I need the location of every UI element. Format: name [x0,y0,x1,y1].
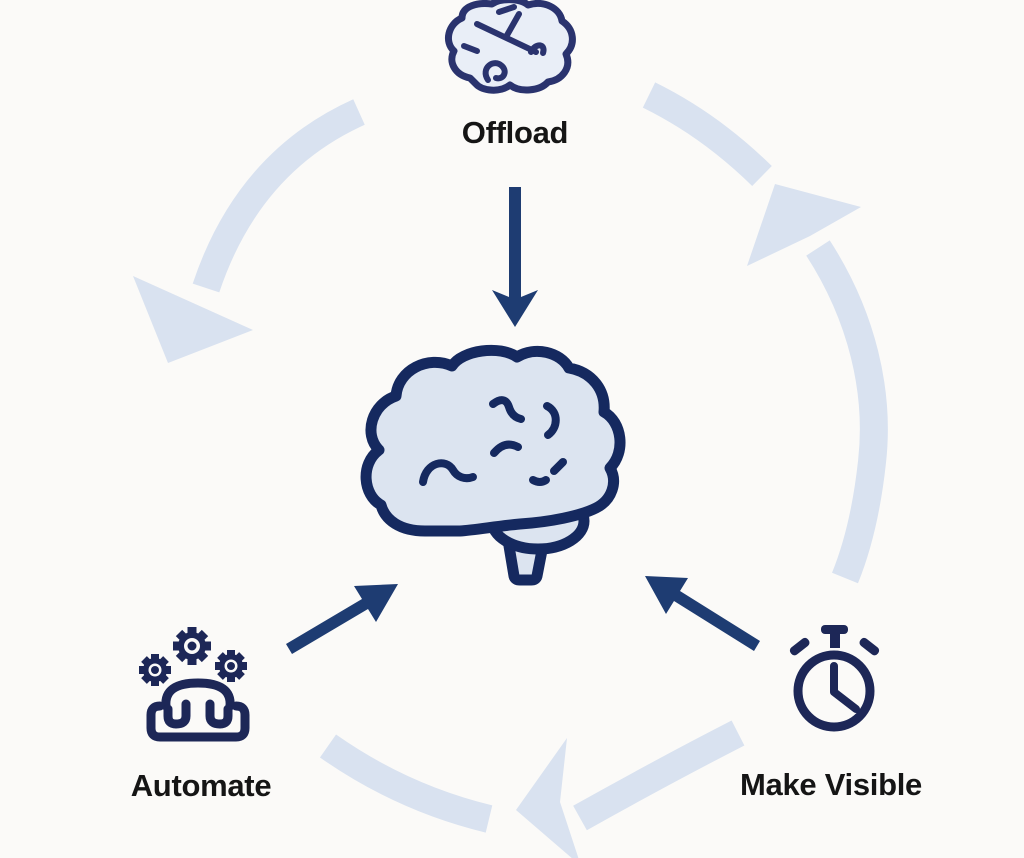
automation-press-base [146,678,250,742]
gear-middle [173,627,211,665]
gear-left [139,654,171,686]
central-brain-icon [360,344,626,586]
arrow-offload-to-center [492,187,538,327]
cycle-arc-bottom [319,720,745,858]
cycle-arc-top-left [133,99,365,363]
label-make-visible: Make Visible [740,767,922,802]
label-automate: Automate [130,768,272,803]
cycle-arc-right [642,82,888,584]
label-offload: Offload [461,115,569,150]
gears-icon [139,627,250,742]
arrow-make-visible-to-center [645,576,760,651]
gear-right [215,650,247,682]
stopwatch-icon [789,625,880,732]
brain-outline-icon [444,0,576,94]
arrow-automate-to-center [286,584,398,654]
